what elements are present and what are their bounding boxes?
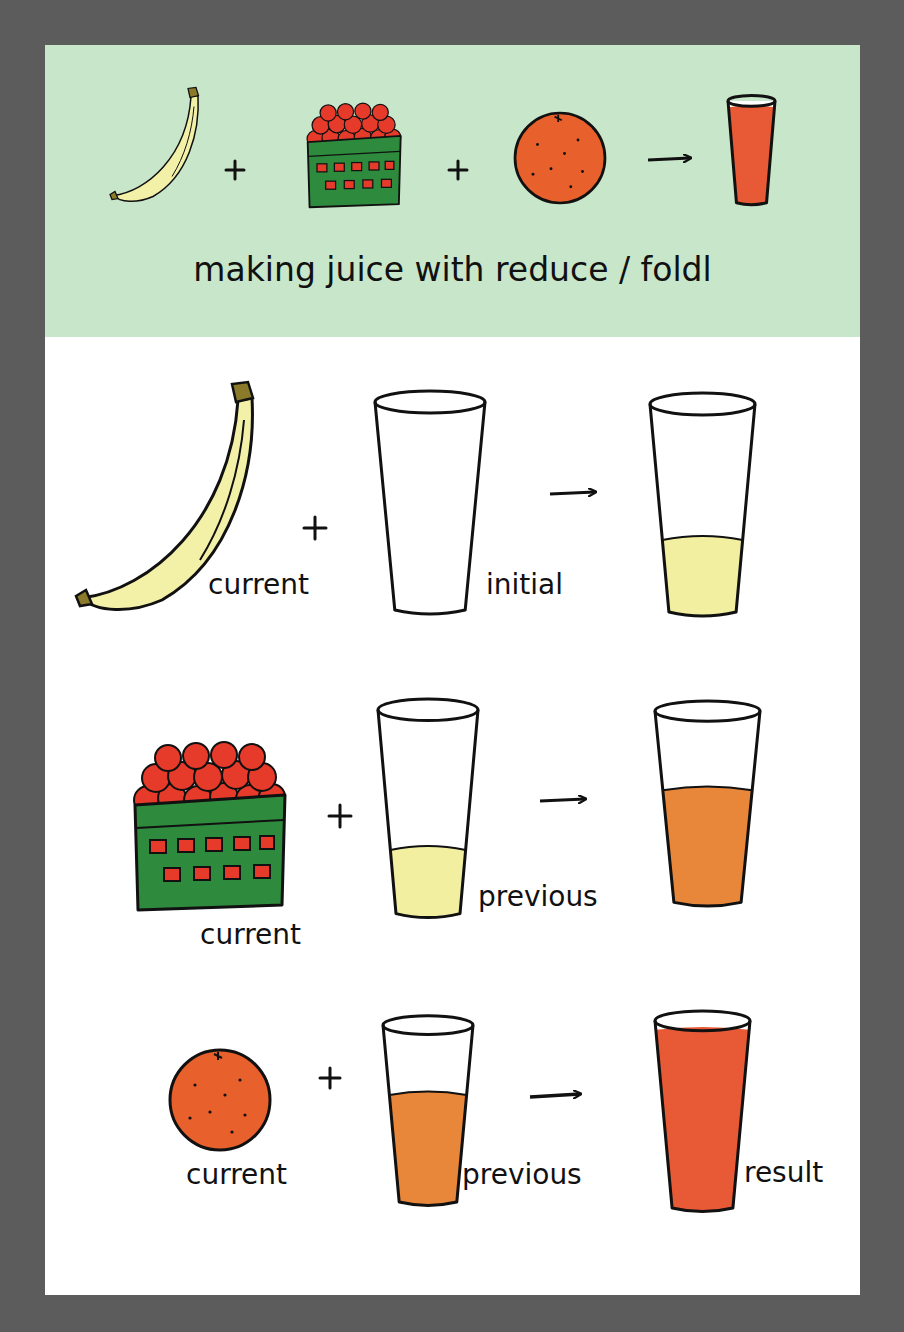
step-label: current <box>208 568 309 601</box>
label-holder: current <box>186 1158 287 1191</box>
label-holder: current <box>200 918 301 951</box>
orange <box>170 1050 270 1150</box>
label-holder: previous <box>462 1158 582 1191</box>
mixed-juice-glass <box>655 701 760 906</box>
label-holder: previous <box>478 880 598 913</box>
label-holder: result <box>744 1156 823 1189</box>
plus-sign <box>329 805 351 827</box>
label-holder: current <box>208 568 309 601</box>
result-juice-glass <box>655 1011 750 1212</box>
page-ground <box>45 45 860 1295</box>
orange-icon <box>515 113 605 203</box>
step-label: previous <box>478 880 598 913</box>
mixed-juice-glass <box>383 1016 473 1206</box>
step-label: initial <box>486 568 563 601</box>
label-holder: initial <box>486 568 563 601</box>
step-label: result <box>744 1156 823 1189</box>
strawberry-basket <box>134 742 285 910</box>
plus-sign <box>449 161 467 179</box>
arrow <box>648 158 690 160</box>
header-band <box>45 45 860 337</box>
step-label: previous <box>462 1158 582 1191</box>
banana-juice-glass <box>378 699 478 918</box>
step-label: current <box>186 1158 287 1191</box>
step-label: current <box>200 918 301 951</box>
plus-sign <box>226 161 244 179</box>
title: making juice with reduce / foldl <box>193 250 711 289</box>
strawberry-basket-icon <box>307 103 401 207</box>
juice-glass <box>728 95 775 204</box>
plus-sign <box>304 517 326 539</box>
arrow <box>550 492 595 494</box>
plus-sign <box>320 1068 340 1088</box>
title-holder: making juice with reduce / foldl <box>45 250 860 289</box>
banana-icon <box>110 88 199 202</box>
banana-juice-glass <box>650 393 755 616</box>
arrow <box>530 1094 580 1097</box>
empty-glass <box>375 391 485 614</box>
arrow <box>540 799 585 801</box>
